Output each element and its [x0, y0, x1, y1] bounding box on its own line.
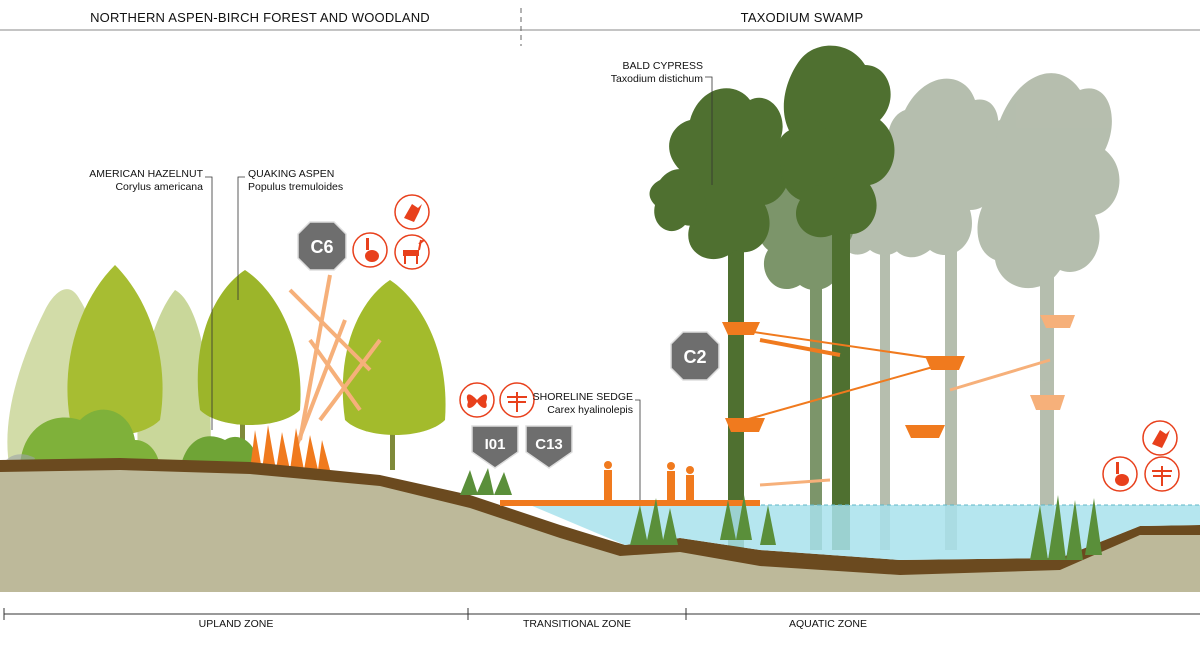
label-aspen: QUAKING ASPEN Populus tremuloides [248, 168, 343, 194]
badge-i01: I01 [471, 425, 519, 469]
butterfly-icon [459, 382, 495, 418]
rabbit-icon [352, 232, 388, 268]
label-sedge-latin: Carex hyalinolepis [547, 404, 633, 416]
soil-layer [0, 458, 1200, 575]
visitor-silhouettes [604, 461, 694, 500]
boardwalk [500, 500, 760, 506]
woodland-play-structure [288, 274, 382, 451]
label-hazelnut-latin: Corylus americana [115, 181, 203, 193]
badge-c6-label: C6 [310, 237, 333, 257]
rabbit-icon [1102, 456, 1138, 492]
label-hazelnut: AMERICAN HAZELNUT Corylus americana [70, 168, 203, 194]
label-sedge: SHORELINE SEDGE Carex hyalinolepis [500, 391, 633, 417]
label-cypress-latin: Taxodium distichum [610, 73, 703, 85]
zone-upland: UPLAND ZONE [198, 618, 274, 630]
aspen-trees [67, 265, 446, 470]
label-aspen-common: QUAKING ASPEN [248, 168, 335, 180]
badge-c13-label: C13 [535, 436, 563, 453]
section-header-left: NORTHERN ASPEN-BIRCH FOREST AND WOODLAND [90, 10, 430, 25]
badge-c6: C6 [297, 221, 347, 271]
section-header-right: TAXODIUM SWAMP [740, 10, 864, 25]
sedge-grasses [460, 468, 1102, 560]
zone-scale [3, 608, 1200, 620]
orange-grass-cluster [250, 425, 330, 470]
label-cypress-common: BALD CYPRESS [622, 60, 703, 72]
dragonfly-icon [499, 382, 535, 418]
deer-icon [394, 234, 430, 270]
zone-transitional: TRANSITIONAL ZONE [522, 618, 632, 630]
canopy-walk-structures [722, 315, 1075, 487]
cardinal-icon [1142, 420, 1178, 456]
badge-c13: C13 [525, 425, 573, 469]
cardinal-icon [394, 194, 430, 230]
label-hazelnut-common: AMERICAN HAZELNUT [89, 168, 203, 180]
zone-aquatic: AQUATIC ZONE [789, 618, 867, 630]
leader-lines [205, 76, 713, 500]
label-sedge-common: SHORELINE SEDGE [532, 391, 633, 403]
dragonfly-icon [1144, 456, 1180, 492]
label-cypress: BALD CYPRESS Taxodium distichum [560, 60, 703, 86]
ground-fill [0, 465, 1200, 592]
bald-cypress-trees [649, 45, 895, 550]
label-aspen-latin: Populus tremuloides [248, 181, 344, 193]
badge-c2: C2 [670, 331, 720, 381]
badge-c2-label: C2 [683, 347, 706, 367]
badge-i01-label: I01 [485, 436, 506, 453]
